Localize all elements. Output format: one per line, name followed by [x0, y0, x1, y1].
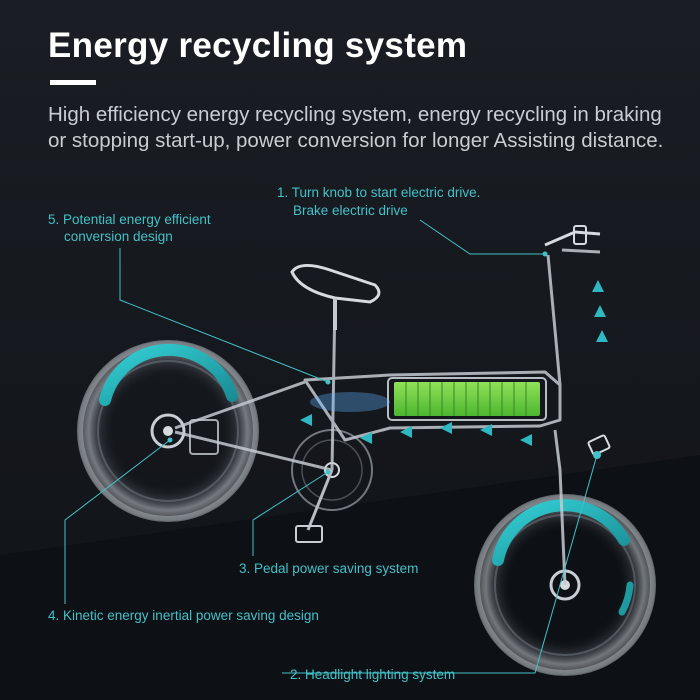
callout-1-line1: 1. Turn knob to start electric drive. [277, 185, 481, 200]
callout-leader-lines [64, 219, 600, 674]
callout-2: 2. Headlight lighting system [290, 667, 456, 682]
battery-pack [310, 377, 547, 421]
title-underline [50, 80, 96, 85]
page-description: High efficiency energy recycling system,… [48, 103, 664, 152]
callout-5-line1: 5. Potential energy efficient [48, 212, 211, 227]
energy-flow-arrows [300, 280, 608, 446]
callout-4: 4. Kinetic energy inertial power saving … [48, 608, 319, 623]
saddle [290, 264, 381, 330]
callout-5-line2: conversion design [64, 229, 173, 244]
callout-3: 3. Pedal power saving system [239, 561, 419, 576]
bike-frame [174, 248, 601, 586]
rear-wheel [77, 340, 259, 522]
page-title: Energy recycling system [48, 26, 468, 65]
handlebar [544, 225, 601, 247]
callout-1-line2: Brake electric drive [293, 203, 408, 218]
